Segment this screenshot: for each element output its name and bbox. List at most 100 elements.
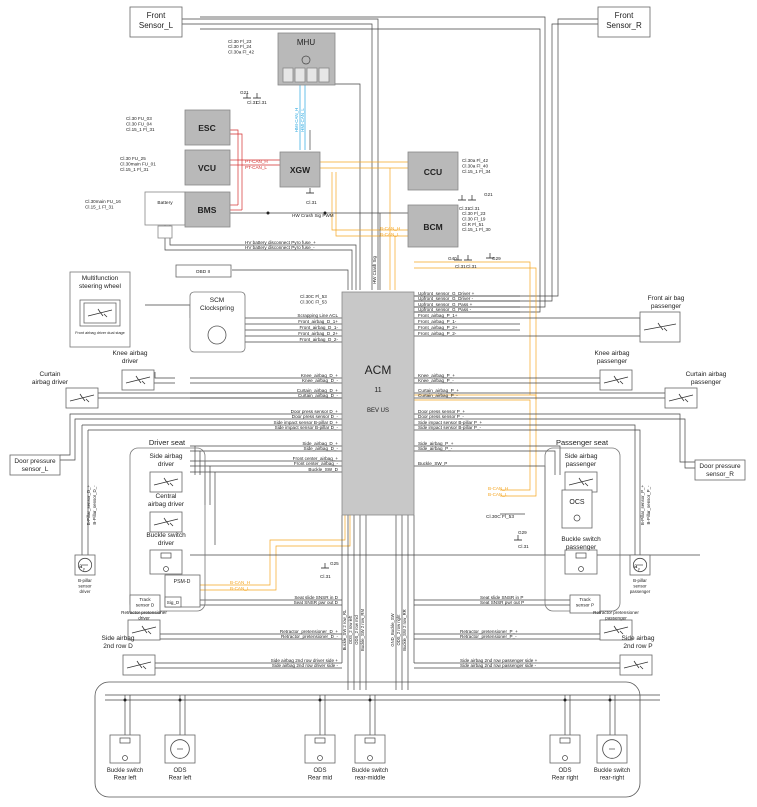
wire-door-p: [520, 418, 695, 469]
door-pressure-l-box: [9, 454, 61, 476]
hw-crash-label: HW Crash Sig PWM: [292, 213, 334, 218]
buckle-switch-p-icon: [575, 552, 587, 559]
side-airbag-passenger-label: passenger: [566, 461, 597, 468]
acm-right-pin: Front_airbag_P_1+: [418, 313, 458, 318]
rear-item-5-icon: [602, 739, 622, 759]
ocs-power-label: Cl.30C Fl_53: [486, 514, 514, 520]
esc-pins: Cl.15_1 Fl_31: [126, 127, 155, 132]
acm-left-pin: Front_airbag_D_1+: [298, 319, 338, 324]
rear-item-0-icon: [122, 755, 128, 761]
buckle-switch-driver-label: driver: [158, 540, 175, 547]
acm-right-pin: Front_airbag_P_1-: [418, 319, 457, 324]
door-pressure-r-label: sensor_R: [706, 471, 734, 478]
wire-front-sensor-l: [182, 18, 379, 290]
mhu-pins: Cl.30a Fl_42: [228, 49, 254, 54]
front-airbag-p-icon: [663, 327, 668, 332]
wire-b-can-psm: [200, 515, 351, 591]
bcm-label: BCM: [423, 222, 442, 232]
acm-right-pin: Door press sensor P_-: [418, 414, 464, 419]
bcm-ground: G29: [492, 256, 501, 261]
psm-d-label: PSM-D: [174, 579, 191, 585]
bcm-pins: Cl.R Fl_51: [462, 222, 484, 227]
rear-item-label: Rear left: [114, 776, 137, 782]
front-sensor-l-label: Front: [147, 11, 166, 20]
clockspring-icon: [207, 325, 227, 345]
bcm-pins: Cl.30 Fl_19: [462, 216, 486, 221]
ccu-ground: Cl.31: [469, 206, 480, 211]
retractor-d-pins: Retractor_pretensioner_D_+: [280, 629, 338, 634]
acm-left-pin: Buckle_SW_D: [308, 467, 338, 472]
seat-slide-d-label: Seat slide SNSR in D: [294, 595, 338, 600]
mfsw-airbag-icon: [87, 309, 113, 317]
side-airbag-driver-label: driver: [158, 461, 175, 468]
acm-right-pin: Side_airbag_P_+: [418, 441, 454, 446]
esc-pins: Cl.30 FU_03: [126, 116, 152, 121]
retractor-passenger-label: passenger: [605, 616, 627, 621]
curtain-airbag-p-icon: [668, 394, 694, 402]
ocs-sensor-icon: [573, 514, 581, 522]
wire-buckle-p: [520, 465, 546, 555]
mhu-pins: Cl.30 Fl_23: [228, 39, 252, 44]
front-airbag-passenger-label: passenger: [651, 303, 682, 310]
rear-vertical-label: ODS_2 row mid: [354, 615, 359, 645]
wire-hv-disconnect: [164, 225, 353, 290]
bpillar-p-wires: B-Pillar_sensor_P_+: [640, 484, 645, 525]
acm-right-pin: Knee_airbag_P_+: [418, 373, 455, 378]
knee-airbag-d-icon: [125, 376, 151, 384]
mhu-port: [306, 67, 318, 83]
curtain-airbag-d-icon: [69, 394, 95, 402]
scm-label: Clockspring: [200, 305, 234, 312]
curtain-airbag-p-icon: [678, 393, 685, 402]
rear-item-label: rear-right: [600, 776, 625, 782]
knee-airbag-d-icon: [135, 375, 142, 384]
acm-left-pin: Front center_airbag_+: [293, 456, 339, 461]
ccu-pins: Cl.30a Fl_42: [462, 158, 488, 163]
wire-b-can-right: [414, 261, 531, 395]
acm-left-pin: Curtain_airbag_D_+: [297, 388, 339, 393]
wire-b-can-ocs: [414, 394, 537, 497]
ccu-ground: Cl.31: [459, 206, 470, 211]
wire-b-can-psm: [200, 515, 346, 586]
junction: [323, 211, 327, 215]
obd-label: OBD II: [196, 269, 210, 275]
side-2nd-d-pins: Side airbag 2nd row driver side +: [271, 658, 339, 663]
battery-box: [144, 191, 186, 226]
wire-b-can-ocs: [414, 399, 531, 491]
rear-item-label: ODS: [173, 768, 186, 774]
bpillar-driver-label: driver: [80, 589, 92, 594]
side-airbag-2nd-p-icon: [633, 660, 640, 669]
junction: [123, 698, 127, 702]
rear-item-4-icon: [559, 737, 571, 744]
vcu-pins: Cl.15_1 Fl_31: [120, 167, 149, 172]
retractor-p-icon: [603, 626, 629, 634]
acm-left-pin: Front center_airbag_-: [294, 461, 339, 466]
bpillar-p-wires: B-Pillar_sensor_P_-: [646, 485, 651, 525]
sig-d-label: Sig_D: [167, 600, 180, 605]
side-airbag-2nd-d-label: Side airbag: [102, 635, 135, 642]
junction: [178, 698, 182, 702]
rear-item-label: Rear left: [169, 776, 192, 782]
front-sensor-r-label: Front: [615, 11, 634, 20]
retractor-p-pins: Retractor_pretensioner_P_+: [460, 629, 518, 634]
central-airbag-driver-label: airbag driver: [148, 501, 185, 508]
knee-airbag-passenger-label: passenger: [597, 358, 628, 365]
side-airbag-d-icon: [169, 482, 174, 487]
ocs-ground-label: G29: [518, 530, 527, 535]
rear-item-label: ODS: [313, 768, 326, 774]
acm-right-pin: Buckle_SW_P: [418, 461, 447, 466]
passenger-seat-label: Passenger seat: [556, 438, 609, 447]
wire-b-can-right: [414, 267, 537, 400]
buckle-switch-p: [564, 549, 598, 575]
b-can-ocs-label: B-CAN_L: [488, 492, 508, 497]
front-sensor-l-label: Sensor_L: [139, 21, 174, 30]
g25-label: Cl.31: [320, 574, 331, 579]
acm-right-pin: Curtain_airbag_P_+: [418, 388, 459, 393]
rear-item-label: Buckle switch: [352, 768, 388, 774]
track-sensor-p-label: Track: [579, 597, 591, 602]
curtain-airbag-driver-label: Curtain: [40, 371, 61, 378]
side-airbag-2nd-d-label: 2nd row D: [103, 643, 133, 650]
seat-slide-d-label: Seat SNSR pwr out D: [294, 600, 339, 605]
bms-pins: Cl.30main FU_16: [85, 199, 121, 204]
bpillar-driver-label: B-pillar: [78, 578, 92, 583]
acm-left-pin: Front_airbag_D_1-: [299, 325, 338, 330]
